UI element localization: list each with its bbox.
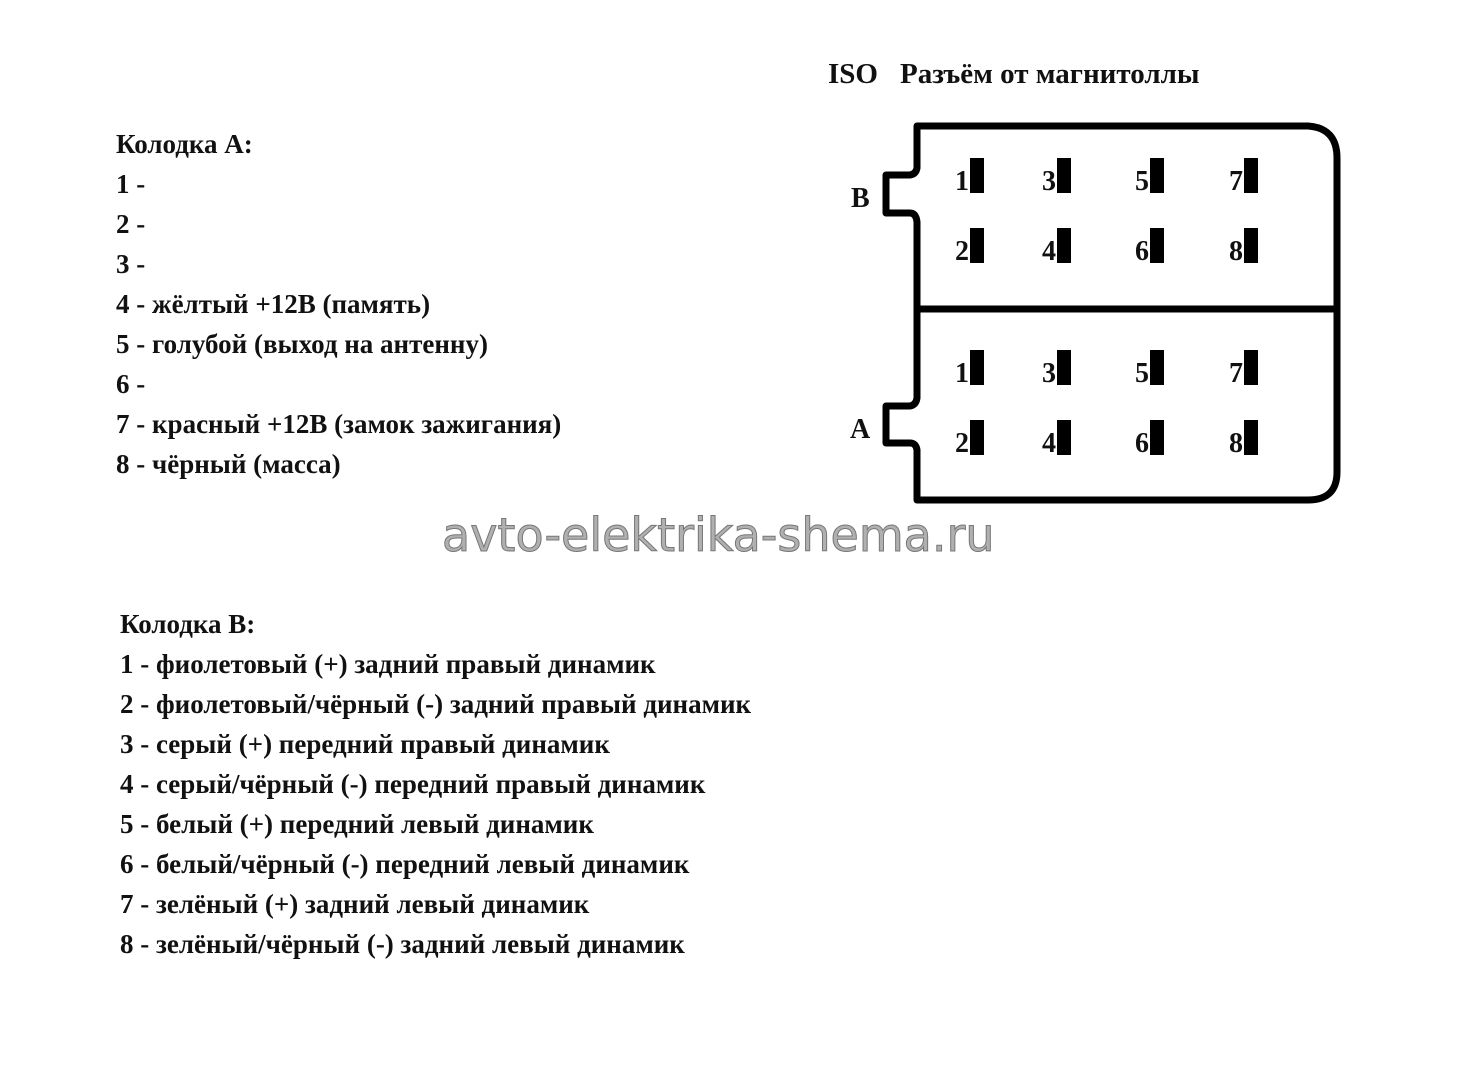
pin-label-b-5: 5 — [1135, 166, 1149, 197]
block-a-line: 3 - — [116, 249, 146, 279]
block-a-line: 4 - жёлтый +12В (память) — [116, 289, 431, 319]
pin-b-6 — [1150, 228, 1164, 263]
pin-label-a-8: 8 — [1229, 428, 1243, 459]
pin-b-3 — [1057, 158, 1071, 193]
pin-b-8 — [1244, 228, 1258, 263]
pin-a-3 — [1057, 350, 1071, 385]
pin-a-1 — [970, 350, 984, 385]
block-b-line: 4 - серый/чёрный (-) передний правый дин… — [120, 769, 706, 799]
block-b-line: 3 - серый (+) передний правый динамик — [120, 729, 610, 759]
pin-label-b-8: 8 — [1229, 236, 1243, 267]
pin-label-a-5: 5 — [1135, 358, 1149, 389]
pin-label-a-2: 2 — [955, 428, 969, 459]
pin-label-a-1: 1 — [955, 358, 969, 389]
pin-label-b-2: 2 — [955, 236, 969, 267]
block-a-line: 6 - — [116, 369, 146, 399]
pin-b-7 — [1244, 158, 1258, 193]
pin-b-4 — [1057, 228, 1071, 263]
block-b-line: 8 - зелёный/чёрный (-) задний левый дина… — [120, 929, 685, 959]
block-b-line: 5 - белый (+) передний левый динамик — [120, 809, 594, 839]
pin-label-a-4: 4 — [1042, 428, 1056, 459]
pin-a-6 — [1150, 420, 1164, 455]
pin-a-8 — [1244, 420, 1258, 455]
block-b-title: Колодка В: — [120, 609, 256, 639]
pin-a-4 — [1057, 420, 1071, 455]
watermark: avto-elektrika-shema.ru — [442, 508, 996, 563]
pin-label-b-3: 3 — [1042, 166, 1056, 197]
pin-b-1 — [970, 158, 984, 193]
connector-label-a: A — [850, 414, 871, 445]
pin-b-5 — [1150, 158, 1164, 193]
block-b-line: 1 - фиолетовый (+) задний правый динамик — [120, 649, 656, 679]
block-b-line: 6 - белый/чёрный (-) передний левый дина… — [120, 849, 690, 879]
block-b-line: 2 - фиолетовый/чёрный (-) задний правый … — [120, 689, 752, 719]
block-a-line: 2 - — [116, 209, 146, 239]
pin-b-2 — [970, 228, 984, 263]
pin-label-a-6: 6 — [1135, 428, 1149, 459]
block-a-line: 5 - голубой (выход на антенну) — [116, 329, 488, 359]
pin-label-b-7: 7 — [1229, 166, 1243, 197]
block-a-title: Колодка А: — [116, 129, 253, 159]
pin-a-2 — [970, 420, 984, 455]
title-text: Разъём от магнитоллы — [899, 58, 1200, 90]
iso-label: ISO — [828, 58, 878, 90]
pin-label-b-6: 6 — [1135, 236, 1149, 267]
pin-a-5 — [1150, 350, 1164, 385]
pin-label-a-7: 7 — [1229, 358, 1243, 389]
connector-label-b: B — [851, 183, 870, 214]
pin-label-b-4: 4 — [1042, 236, 1056, 267]
pin-label-b-1: 1 — [955, 166, 969, 197]
pin-a-7 — [1244, 350, 1258, 385]
connector-title: ISO Разъём от магнитоллы — [828, 58, 1222, 91]
block-a-line: 1 - — [116, 169, 146, 199]
pin-label-a-3: 3 — [1042, 358, 1056, 389]
block-b-pinout: Колодка В: 1 - фиолетовый (+) задний пра… — [120, 604, 751, 964]
block-a-pinout: Колодка А: 1 - 2 - 3 - 4 - жёлтый +12В (… — [116, 124, 561, 484]
block-a-line: 8 - чёрный (масса) — [116, 449, 341, 479]
connector-outline — [882, 122, 1341, 504]
block-a-line: 7 - красный +12В (замок зажигания) — [116, 409, 562, 439]
block-b-line: 7 - зелёный (+) задний левый динамик — [120, 889, 590, 919]
